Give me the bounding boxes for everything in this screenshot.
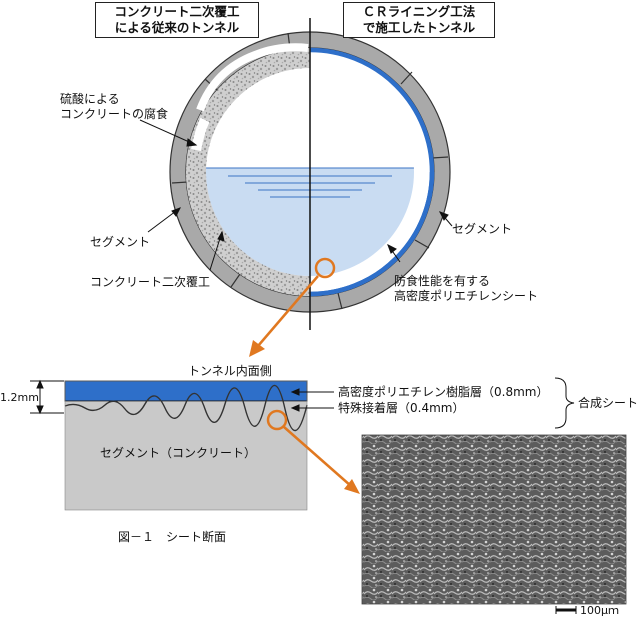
title-line: で施工したトンネル [362,20,476,35]
composite-sheet-label: 合成シート [578,396,639,410]
composite-brace [554,377,575,429]
title-line: による従来のトンネル [114,20,240,35]
cr-lining-title: ＣＲライニング工法 で施工したトンネル [343,2,495,38]
layer-arrows [290,388,334,412]
hdpe-sheet-label: 防食性能を有する 高密度ポリエチレンシート [394,274,538,304]
corrosion-label: 硫酸による コンクリートの腐食 [60,92,168,122]
segment-concrete-label: セグメント（コンクリート） [100,446,257,460]
orange-callout-top [249,257,336,357]
sem-micrograph [361,434,627,605]
segment-label-right: セグメント [452,222,513,236]
title-line: ＣＲライニング工法 [362,4,476,19]
label-line: 防食性能を有する [394,274,491,288]
hdpe-layer-label: 高密度ポリエチレン樹脂層（0.8mm） [338,385,549,399]
label-line: 高密度ポリエチレンシート [394,289,539,303]
thickness-label: 1.2mm [0,391,39,404]
tunnel-inner-side-label: トンネル内面側 [188,364,272,378]
figure-caption: 図－１ シート断面 [118,530,227,544]
orange-callout-section [266,409,360,494]
scale-bar [555,606,577,614]
title-line: コンクリート二次覆工 [114,4,240,19]
label-line: 硫酸による [60,92,120,106]
thickness-dimension [30,379,64,415]
secondary-lining-label: コンクリート二次覆工 [90,275,211,289]
segment-label-left: セグメント [90,235,151,249]
adhesive-layer-label: 特殊接着層（0.4mm） [338,401,465,415]
scale-bar-label: 100μｍ [580,604,619,617]
label-line: コンクリートの腐食 [60,107,169,121]
sheet-section [64,380,308,511]
conventional-tunnel-title: コンクリート二次覆工 による従来のトンネル [95,2,259,38]
leader-arrows [139,119,453,271]
